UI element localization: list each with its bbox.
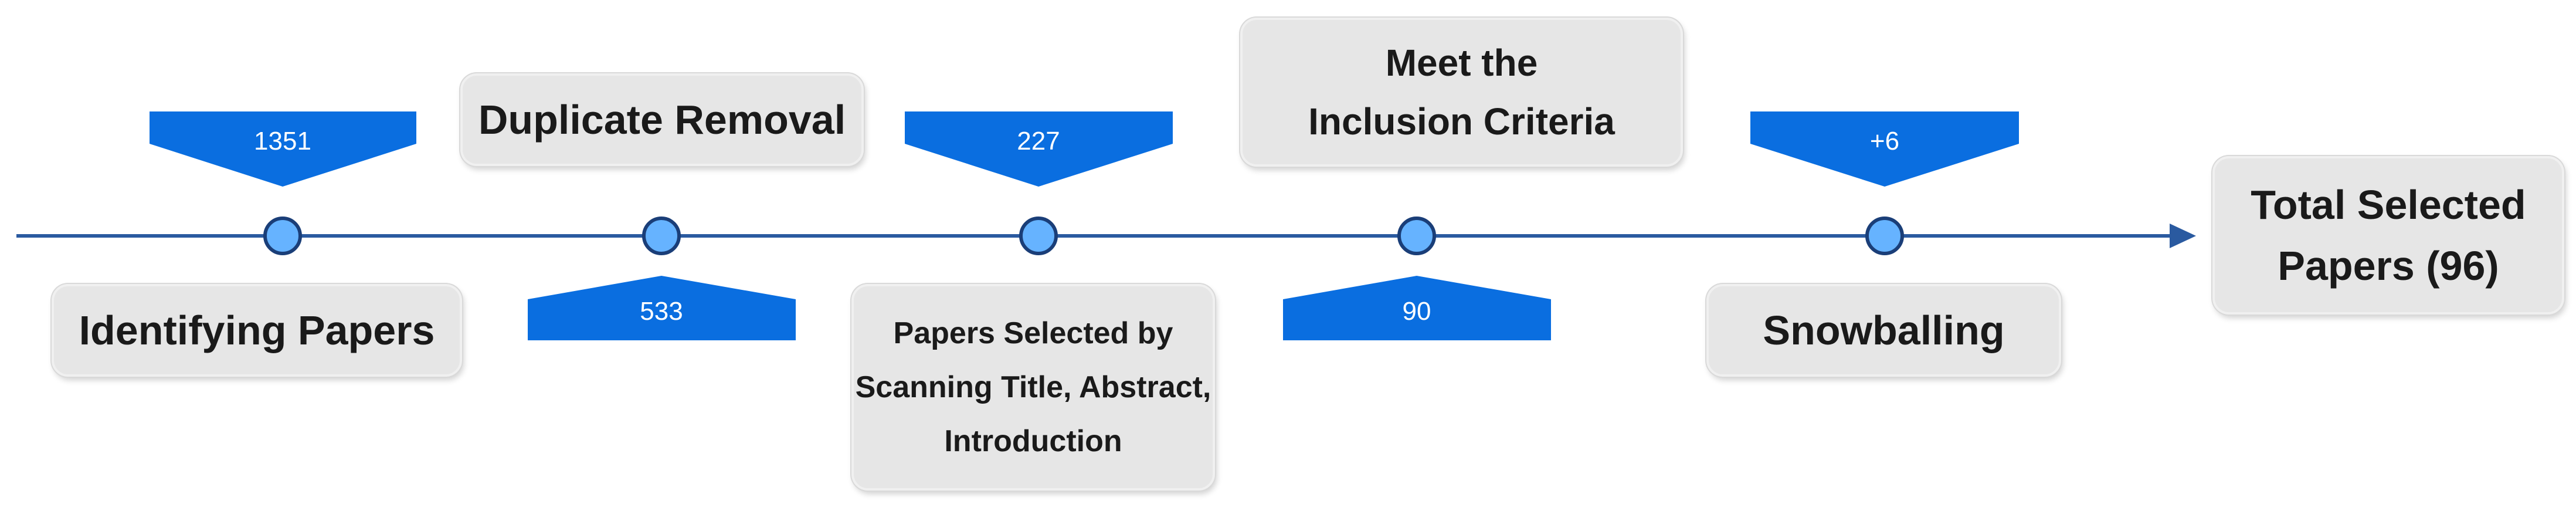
count-callout-after-scanning: 227 <box>905 111 1173 187</box>
stage-duplicate-removal: Duplicate Removal <box>460 73 864 166</box>
count-callout-identified: 1351 <box>150 111 416 187</box>
count-after-scanning: 227 <box>1017 127 1060 155</box>
count-callout-after-inclusion: 90 <box>1283 276 1551 340</box>
timeline-marker-duplicates <box>642 217 681 255</box>
timeline-marker-snowballing <box>1865 217 1904 255</box>
count-after-duplicates: 533 <box>640 297 683 326</box>
stage-identifying-papers: Identifying Papers <box>52 284 462 377</box>
timeline-marker-identifying <box>263 217 302 255</box>
stage-meet-inclusion-criteria: Meet the Inclusion Criteria <box>1240 18 1683 167</box>
timeline-marker-inclusion <box>1397 217 1436 255</box>
count-snowball-added: +6 <box>1870 127 1899 155</box>
stage-snowballing: Snowballing <box>1706 284 2061 377</box>
stage-papers-selected-by-scanning: Papers Selected by Scanning Title, Abstr… <box>851 284 1215 491</box>
timeline-marker-scanning <box>1019 217 1058 255</box>
stage-total-selected-papers: Total Selected Papers (96) <box>2212 156 2564 315</box>
timeline-arrow-icon <box>2170 224 2196 248</box>
count-callout-snowball-added: +6 <box>1750 111 2019 187</box>
count-after-inclusion: 90 <box>1403 297 1431 326</box>
count-callout-after-duplicates: 533 <box>528 276 796 340</box>
count-identified: 1351 <box>254 127 311 155</box>
